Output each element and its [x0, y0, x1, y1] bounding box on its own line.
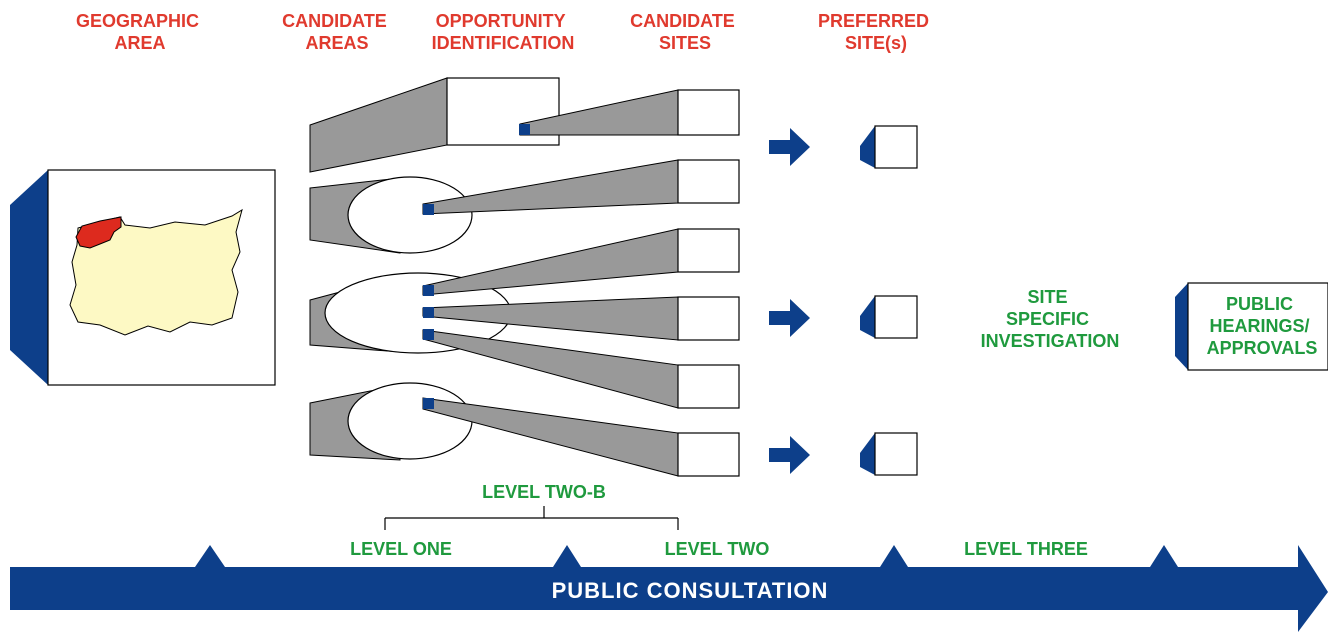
preferred-sites — [860, 125, 918, 476]
opportunity-marker-2 — [423, 204, 434, 215]
preferred-site-box — [874, 432, 918, 476]
public-consultation-label: PUBLIC CONSULTATION — [552, 578, 829, 603]
arrow-right-icon — [769, 436, 810, 474]
arrow-right-icon — [769, 128, 810, 166]
candidate-area-3 — [309, 228, 679, 409]
header-opportunity-identification: OPPORTUNITY IDENTIFICATION — [432, 11, 575, 53]
level-two-label: LEVEL TWO — [665, 539, 770, 559]
candidate-site-box — [677, 296, 740, 341]
header-candidate-sites: CANDIDATE SITES — [630, 11, 740, 53]
level-two-b-label: LEVEL TWO-B — [482, 482, 606, 502]
funnel-area-1 — [309, 77, 448, 173]
public-consultation-bar — [10, 545, 1328, 632]
geographic-area-box-side — [10, 170, 48, 385]
preferred-site-side — [860, 433, 875, 475]
preferred-site-box — [874, 295, 918, 339]
funnel-site-2 — [422, 159, 679, 215]
arrow-right-icon — [769, 299, 810, 337]
level-three-label: LEVEL THREE — [964, 539, 1088, 559]
candidate-area-4 — [309, 382, 679, 477]
selection-arrows — [769, 128, 810, 474]
public-hearings-label: PUBLIC HEARINGS/ APPROVALS — [1207, 294, 1318, 358]
opportunity-marker-4 — [423, 398, 434, 409]
header-candidate-areas: CANDIDATE AREAS — [282, 11, 392, 53]
area-ellipse-2 — [347, 176, 473, 254]
preferred-site-box — [874, 125, 918, 169]
candidate-site-box — [677, 89, 740, 136]
preferred-site-side — [860, 126, 875, 168]
opportunity-marker-3b — [423, 307, 434, 318]
opportunity-marker-3a — [423, 285, 434, 296]
area-ellipse-4 — [347, 382, 473, 460]
funnel-site-3c — [422, 329, 679, 409]
header-geographic-area: GEOGRAPHIC AREA — [76, 11, 204, 53]
candidate-site-box — [677, 432, 740, 477]
level-two-b-bracket — [384, 506, 679, 530]
site-specific-investigation-label: SITE SPECIFIC INVESTIGATION — [981, 287, 1120, 351]
candidate-site-box — [677, 159, 740, 204]
candidate-area-2 — [309, 159, 679, 254]
public-hearings-box-face — [1187, 282, 1328, 371]
candidate-sites — [677, 89, 740, 477]
level-one-label: LEVEL ONE — [350, 539, 452, 559]
geographic-area-box — [10, 169, 276, 386]
region-highlight — [75, 216, 122, 249]
preferred-site-side — [860, 296, 875, 338]
candidate-site-box — [677, 364, 740, 409]
funnel-site-3a — [422, 228, 679, 296]
opportunity-marker-3c — [423, 329, 434, 340]
opportunity-marker-1 — [519, 124, 530, 135]
candidate-site-box — [677, 228, 740, 273]
region-map — [69, 208, 243, 336]
candidate-area-1 — [309, 77, 679, 173]
header-preferred-sites: PREFERRED SITE(s) — [818, 11, 934, 53]
public-hearings-box: PUBLIC HEARINGS/ APPROVALS — [1175, 282, 1328, 371]
public-hearings-box-side — [1175, 283, 1188, 370]
